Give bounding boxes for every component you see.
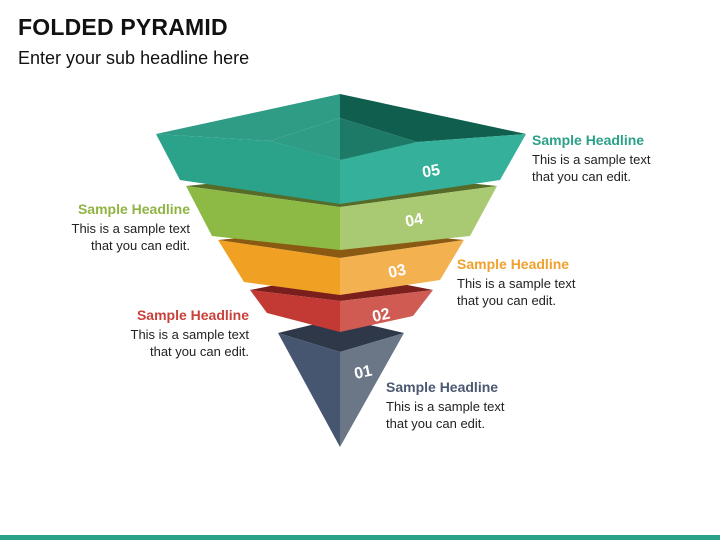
callout-level-03: Sample Headline This is a sample text th… bbox=[457, 256, 576, 309]
callout-level-02: Sample Headline This is a sample text th… bbox=[99, 307, 250, 360]
callout-01-headline: Sample Headline bbox=[386, 379, 499, 395]
bottom-accent-bar bbox=[0, 535, 720, 540]
level-02-left-face bbox=[250, 290, 340, 332]
callout-04-line2: that you can edit. bbox=[90, 238, 190, 253]
level-05-inner-right-face bbox=[340, 118, 417, 160]
callout-level-04: Sample Headline This is a sample text th… bbox=[40, 201, 191, 254]
callout-02-headline: Sample Headline bbox=[136, 307, 249, 323]
level-05-inner-left-face bbox=[270, 118, 340, 160]
level-01-left-face bbox=[278, 333, 340, 447]
slide-subtitle: Enter your sub headline here bbox=[18, 48, 250, 68]
callout-05-line2: that you can edit. bbox=[532, 169, 632, 184]
level-03-right-face bbox=[340, 240, 464, 295]
callout-02-line2: that you can edit. bbox=[149, 344, 249, 359]
level-01-right-face bbox=[340, 333, 404, 447]
level-05-front-left-face bbox=[156, 134, 340, 204]
level-01-number: 01 bbox=[353, 363, 374, 383]
pyramid-level-01: 01 bbox=[278, 318, 404, 447]
callout-level-01: Sample Headline This is a sample text th… bbox=[386, 379, 505, 432]
callout-02-line1: This is a sample text bbox=[130, 327, 250, 342]
level-03-left-face bbox=[218, 240, 340, 295]
level-05-back-left-face bbox=[156, 94, 340, 141]
level-01-top-face bbox=[278, 318, 404, 352]
slide-title: FOLDED PYRAMID bbox=[18, 14, 228, 40]
level-04-number: 04 bbox=[404, 211, 425, 231]
callout-04-headline: Sample Headline bbox=[77, 201, 190, 217]
level-05-back-right-face bbox=[340, 94, 526, 142]
callout-04-line1: This is a sample text bbox=[71, 221, 191, 236]
callout-05-line1: This is a sample text bbox=[532, 152, 651, 167]
level-03-number: 03 bbox=[387, 262, 408, 282]
callout-03-line1: This is a sample text bbox=[457, 276, 576, 291]
callout-05-headline: Sample Headline bbox=[532, 132, 645, 148]
level-02-number: 02 bbox=[371, 306, 392, 326]
level-02-right-face bbox=[340, 290, 433, 332]
level-05-front-right-face bbox=[340, 134, 526, 204]
callout-03-line2: that you can edit. bbox=[457, 293, 557, 308]
pyramid-level-05: 05 bbox=[156, 94, 526, 204]
level-04-left-face bbox=[186, 186, 340, 250]
callout-01-line1: This is a sample text bbox=[386, 399, 505, 414]
level-04-right-face bbox=[340, 186, 497, 250]
callout-level-05: Sample Headline This is a sample text th… bbox=[532, 132, 651, 185]
callout-01-line2: that you can edit. bbox=[386, 416, 486, 431]
level-05-number: 05 bbox=[421, 162, 442, 182]
callout-03-headline: Sample Headline bbox=[457, 256, 570, 272]
